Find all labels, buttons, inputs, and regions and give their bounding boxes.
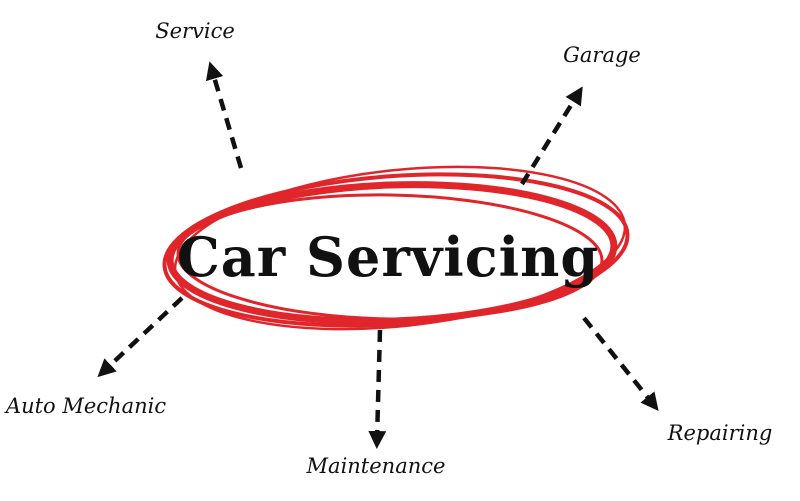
arrow-to-repairing xyxy=(582,316,659,412)
arrow-to-garage xyxy=(520,86,583,186)
arrow-to-auto-mechanic xyxy=(97,296,184,378)
arrow-to-service xyxy=(205,61,244,169)
center-label: Car Servicing xyxy=(177,225,599,289)
node-label-garage: Garage xyxy=(563,43,641,67)
node-label-repairing: Repairing xyxy=(667,421,773,445)
node-label-auto-mechanic: Auto Mechanic xyxy=(4,394,166,418)
center-highlight-ring xyxy=(162,165,630,331)
node-label-service: Service xyxy=(155,19,235,43)
node-label-maintenance: Maintenance xyxy=(306,454,446,478)
arrow-to-maintenance xyxy=(368,329,387,449)
